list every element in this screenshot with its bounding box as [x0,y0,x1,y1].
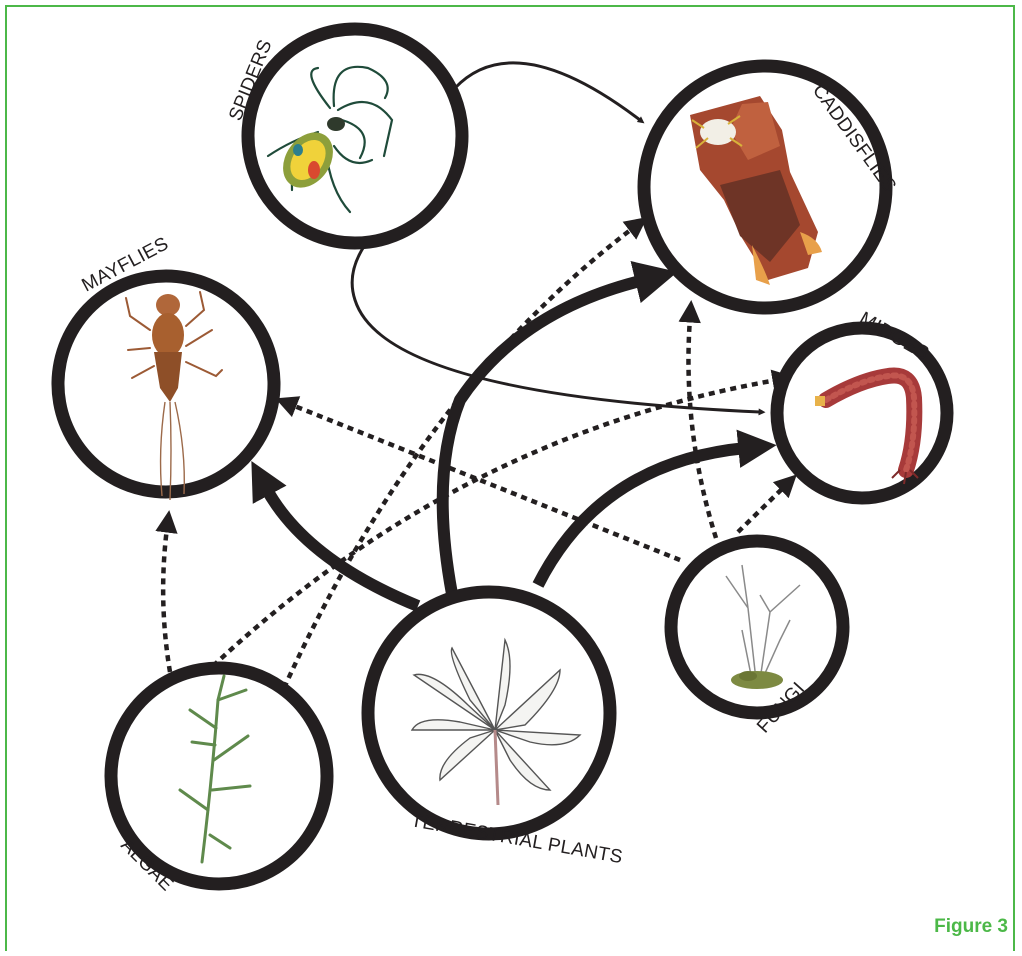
node-algae: ALGAE [94,651,344,901]
link-spiders-to-caddisflies [455,63,640,120]
node-midges: MIDGES [777,308,947,498]
node-mayflies: MAYFLIES [41,233,291,509]
link-fungi-to-caddisflies [688,318,716,538]
node-terrestrial-plants: TERRESTRIAL PLANTS [368,592,624,868]
figure-label: Figure 3 [934,916,1008,938]
link-plants-to-caddisflies [443,280,644,594]
node-spiders: SPIDERS [225,29,462,243]
link-algae-to-mayflies [163,528,170,672]
node-caddisflies: CADDISFLIES [644,66,900,308]
link-fungi-to-midges [738,487,784,532]
node-fungi: FUNGI [671,541,843,737]
link-plants-to-mayflies [266,488,418,606]
